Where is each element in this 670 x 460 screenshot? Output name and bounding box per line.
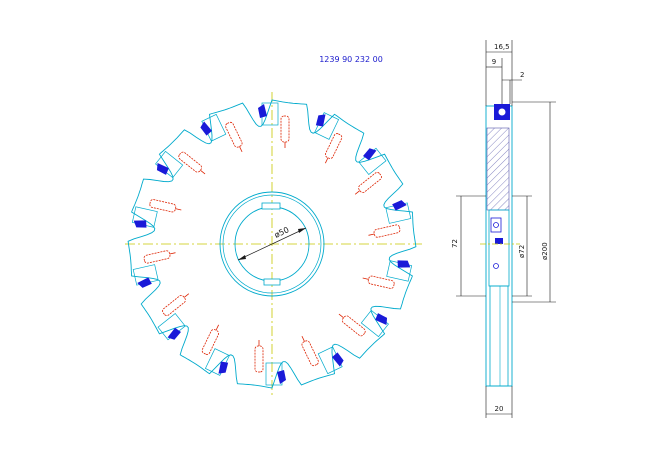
clamp-screw [280, 115, 290, 143]
screw-tip [175, 208, 182, 211]
clamp-screw [324, 133, 343, 159]
bore-dim-arrow-1 [238, 255, 246, 260]
hub-inner-ring [222, 194, 322, 294]
tooth [200, 113, 243, 153]
dim-hub-height: 72 [451, 239, 459, 248]
dim-inner: 9 [492, 58, 496, 66]
insert [200, 121, 212, 136]
insert [397, 260, 411, 268]
tooth [157, 293, 190, 341]
screw-tip [325, 157, 329, 164]
insert [315, 114, 326, 127]
screw-tip [215, 324, 219, 331]
screw-tip [200, 169, 206, 175]
tooth [301, 335, 344, 375]
teeth-group [131, 102, 413, 386]
dim-width-top: 16,5 [494, 43, 510, 51]
insert [156, 162, 169, 175]
cutter-body-outline [127, 99, 417, 389]
tooth [201, 324, 230, 376]
insert [375, 313, 388, 326]
insert [133, 220, 147, 228]
screw-tip [338, 313, 344, 319]
insert [332, 352, 344, 367]
dim-hub-diameter: ø72 [518, 245, 526, 258]
keyway-top [261, 202, 281, 210]
screw-tip [301, 335, 305, 342]
screw-tip [368, 233, 375, 236]
tooth [254, 340, 286, 386]
clamp-screw [367, 275, 395, 289]
clamp-screw [225, 121, 243, 148]
tooth [258, 102, 290, 148]
tooth [155, 150, 206, 179]
screw-tip [239, 146, 243, 153]
dim-step: 2 [520, 71, 524, 79]
clamp-screw [254, 345, 264, 373]
screw-tip [169, 252, 176, 255]
side-insert-small [495, 238, 503, 244]
insert [363, 148, 377, 161]
clamp-screw [341, 315, 366, 337]
part-number: 1239 90 232 00 [319, 55, 383, 64]
tooth [368, 200, 412, 238]
screw-tip [183, 293, 190, 298]
clamp-screw [201, 329, 220, 355]
front-view: ø50 [125, 92, 422, 395]
keyway-bottom [263, 278, 281, 286]
side-lower-section [489, 285, 509, 387]
insert [258, 104, 267, 118]
insert [277, 370, 286, 384]
side-view: 16,5 9 2 72 ø72 ø200 20 [451, 40, 556, 418]
bore-dim-arrow-2 [298, 228, 306, 233]
insert [137, 277, 152, 288]
clamp-screw [162, 295, 186, 316]
screw-tip [354, 190, 361, 195]
side-clamp-screw-1 [493, 222, 499, 228]
tooth [362, 260, 413, 289]
bore-diameter-label: ø50 [273, 225, 290, 240]
insert [392, 200, 407, 211]
dim-width-bottom: 20 [495, 405, 504, 413]
insert [218, 361, 229, 374]
tooth [338, 309, 389, 338]
clamp-screw [143, 250, 171, 264]
side-hatched-section [486, 127, 510, 211]
clamp-screw [178, 151, 203, 173]
tooth [354, 147, 387, 195]
hub-outer-ring [219, 191, 325, 297]
bore-dimension-line [237, 227, 307, 261]
dim-outer-diameter: ø200 [541, 242, 549, 260]
side-clamp-1 [490, 217, 502, 233]
insert [167, 327, 181, 340]
clamp-screw [373, 224, 401, 238]
clamp-screw [149, 199, 177, 213]
tooth [314, 112, 343, 164]
side-hub-section [488, 209, 510, 287]
screw-tip [362, 277, 369, 280]
tooth [132, 250, 176, 288]
clamp-screw [358, 172, 382, 193]
clamp-screw [301, 340, 319, 367]
tooth [131, 199, 182, 228]
side-insert-screw [498, 108, 506, 116]
side-clamp-screw-2 [493, 263, 499, 269]
